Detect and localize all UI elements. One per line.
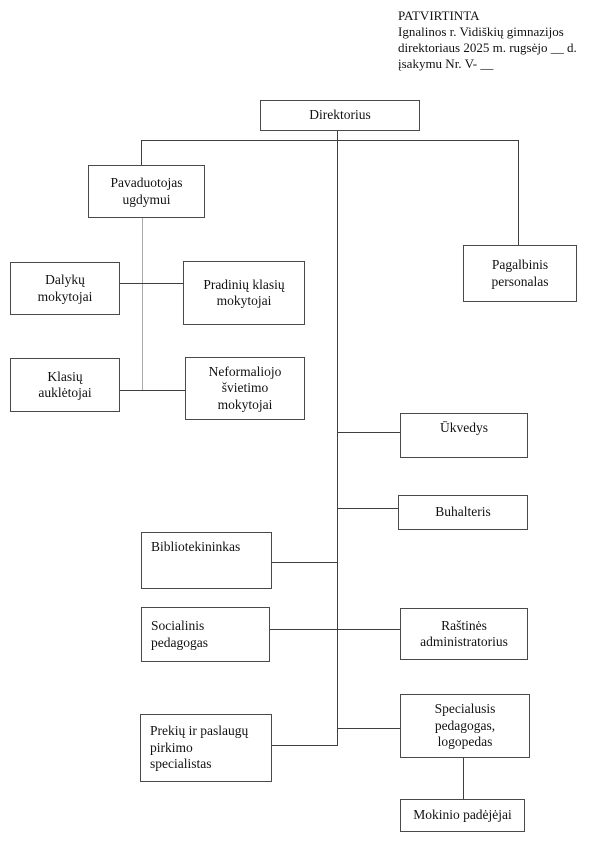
- approval-line: PATVIRTINTA: [398, 8, 480, 23]
- org-node-label: Bibliotekininkas: [151, 539, 241, 554]
- org-node-pagalbinis-personalas: Pagalbinis personalas: [463, 245, 577, 302]
- org-node-rastines-administratorius: Raštinės administratorius: [400, 608, 528, 660]
- org-node-specialusis-pedagogas-logopedas: Specialusis pedagogas, logopedas: [400, 694, 530, 758]
- connector-to-buhalteris: [337, 508, 398, 509]
- approval-line: Ignalinos r. Vidiškių gimnazijos: [398, 24, 564, 39]
- org-node-ukvedys: Ūkvedys: [400, 413, 528, 458]
- org-node-label: Klasių auklėtojai: [38, 368, 92, 400]
- org-node-klasiu-aukletojai: Klasių auklėtojai: [10, 358, 120, 412]
- org-node-label: Specialusis pedagogas, logopedas: [434, 701, 496, 750]
- org-node-label: Pagalbinis personalas: [491, 257, 549, 289]
- connector-to-bibliotekininkas: [272, 562, 337, 563]
- org-node-label: Direktorius: [309, 107, 371, 123]
- org-node-label: Buhalteris: [435, 504, 491, 520]
- approval-line: direktoriaus 2025 m. rugsėjo __ d.: [398, 40, 577, 55]
- connector-to-pavaduotojas: [141, 140, 142, 165]
- org-node-prekiu-pirkimo-specialistas: Prekių ir paslaugų pirkimo specialistas: [140, 714, 272, 782]
- org-node-direktorius: Direktorius: [260, 100, 420, 131]
- org-node-pradiniu-klasiu-mokytojai: Pradinių klasių mokytojai: [183, 261, 305, 325]
- connector-to-pagalbinis: [518, 140, 519, 245]
- org-node-label: Neformaliojo švietimo mokytojai: [208, 363, 282, 412]
- org-node-dalyku-mokytojai: Dalykų mokytojai: [10, 262, 120, 315]
- connector-specialusis-mokinio: [463, 758, 464, 800]
- org-node-socialinis-pedagogas: Socialinis pedagogas: [141, 607, 270, 662]
- connector-to-specialusis: [337, 728, 400, 729]
- org-node-label: Dalykų mokytojai: [37, 272, 93, 304]
- org-node-label: Pavaduotojas ugdymui: [110, 175, 183, 207]
- approval-line: įsakymu Nr. V- __: [398, 56, 494, 71]
- connector-pavaduotojas-branch: [142, 218, 143, 390]
- connector-to-ukvedys: [337, 432, 400, 433]
- org-node-label: Socialinis pedagogas: [151, 618, 208, 650]
- org-node-label: Prekių ir paslaugų pirkimo specialistas: [150, 723, 249, 772]
- org-node-neformaliojo-svietimo-mokytojai: Neformaliojo švietimo mokytojai: [185, 357, 305, 420]
- org-node-buhalteris: Buhalteris: [398, 495, 528, 530]
- connector-socialinis-rastines: [270, 629, 400, 630]
- org-node-label: Raštinės administratorius: [420, 617, 508, 649]
- approval-header: PATVIRTINTA Ignalinos r. Vidiškių gimnaz…: [398, 8, 600, 72]
- connector-to-prekiu: [272, 745, 337, 746]
- org-node-label: Pradinių klasių mokytojai: [203, 276, 285, 308]
- org-node-label: Ūkvedys: [440, 420, 488, 435]
- connector-klasiu-neformaliojo: [120, 390, 185, 391]
- org-node-bibliotekininkas: Bibliotekininkas: [141, 532, 272, 589]
- connector-central-spine: [337, 131, 338, 746]
- org-node-pavaduotojas-ugdymui: Pavaduotojas ugdymui: [88, 165, 205, 218]
- org-node-mokinio-padejejai: Mokinio padėjėjai: [400, 799, 525, 832]
- connector-dalyku-pradiniu: [120, 283, 183, 284]
- org-node-label: Mokinio padėjėjai: [413, 807, 512, 823]
- connector-top-horizontal: [141, 140, 519, 141]
